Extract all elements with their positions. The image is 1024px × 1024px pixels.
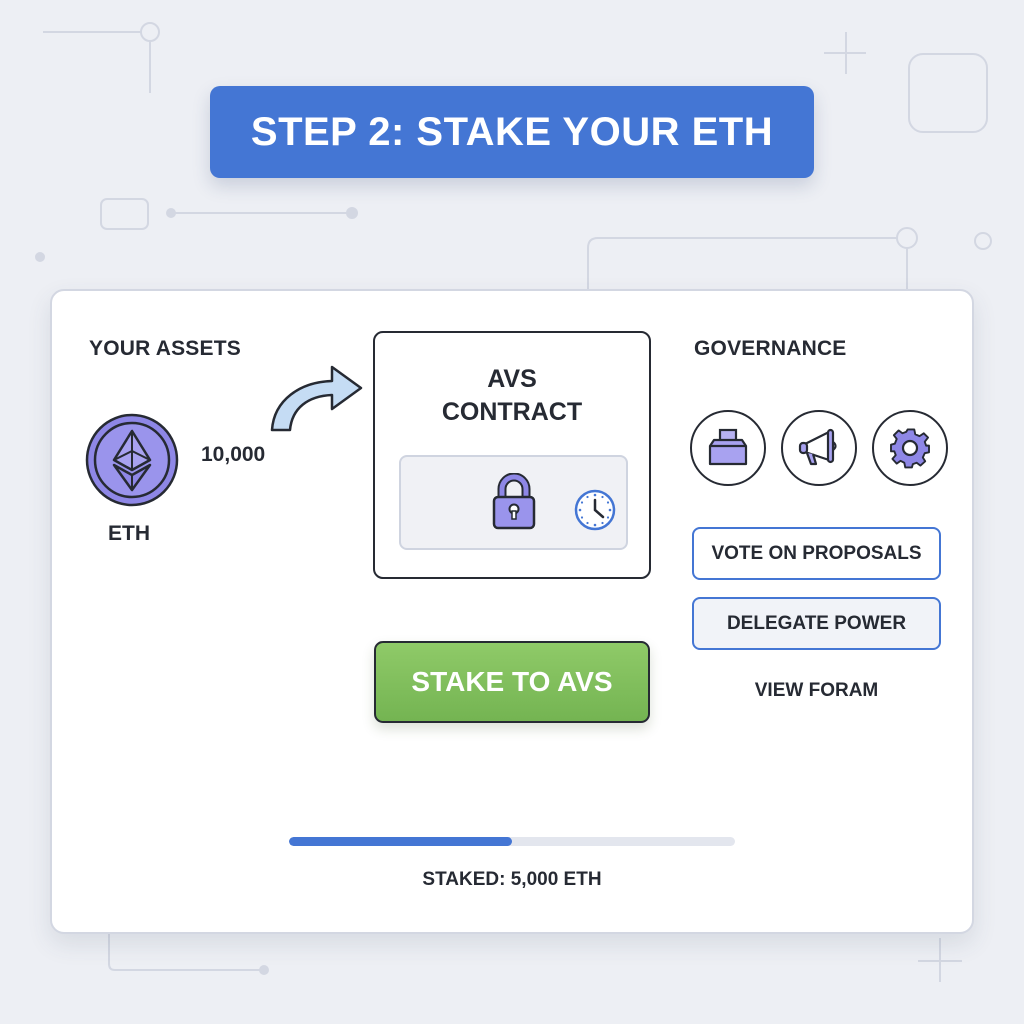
staked-amount-label: STAKED: 5,000 ETH (422, 869, 602, 890)
gear-icon (890, 428, 930, 469)
curved-arrow-icon (270, 365, 363, 432)
governance-label: GOVERNANCE (694, 337, 847, 360)
stake-button-label: STAKE TO AVS (411, 666, 613, 697)
ballot-box-button[interactable] (690, 410, 766, 486)
staking-progress-fill (289, 837, 512, 846)
eth-symbol-label: ETH (108, 522, 150, 545)
vote-on-proposals-button[interactable]: VOTE ON PROPOSALS (692, 527, 941, 580)
avs-title-line1: AVS (487, 365, 537, 393)
clock-icon (574, 489, 616, 531)
view-forum-link[interactable]: VIEW FORAM (754, 680, 879, 701)
lock-icon (492, 473, 536, 530)
step-banner: STEP 2: STAKE YOUR ETH (210, 86, 814, 178)
avs-contract-title: AVS CONTRACT (375, 363, 649, 429)
stake-to-avs-button[interactable]: STAKE TO AVS (374, 641, 650, 723)
avs-contract-box: AVS CONTRACT (373, 331, 651, 579)
delegate-power-button[interactable]: DELEGATE POWER (692, 597, 941, 650)
announcements-button[interactable] (781, 410, 857, 486)
avs-title-line2: CONTRACT (441, 398, 583, 426)
avs-status-panel (399, 455, 628, 550)
settings-button[interactable] (872, 410, 948, 486)
your-assets-label: YOUR ASSETS (89, 337, 241, 360)
staking-progress-bar (289, 837, 735, 846)
megaphone-icon (798, 428, 837, 466)
ballot-box-icon (708, 428, 748, 466)
ethereum-coin-icon (85, 413, 179, 507)
page-title: STEP 2: STAKE YOUR ETH (250, 109, 774, 154)
eth-amount: 10,000 (201, 443, 266, 466)
